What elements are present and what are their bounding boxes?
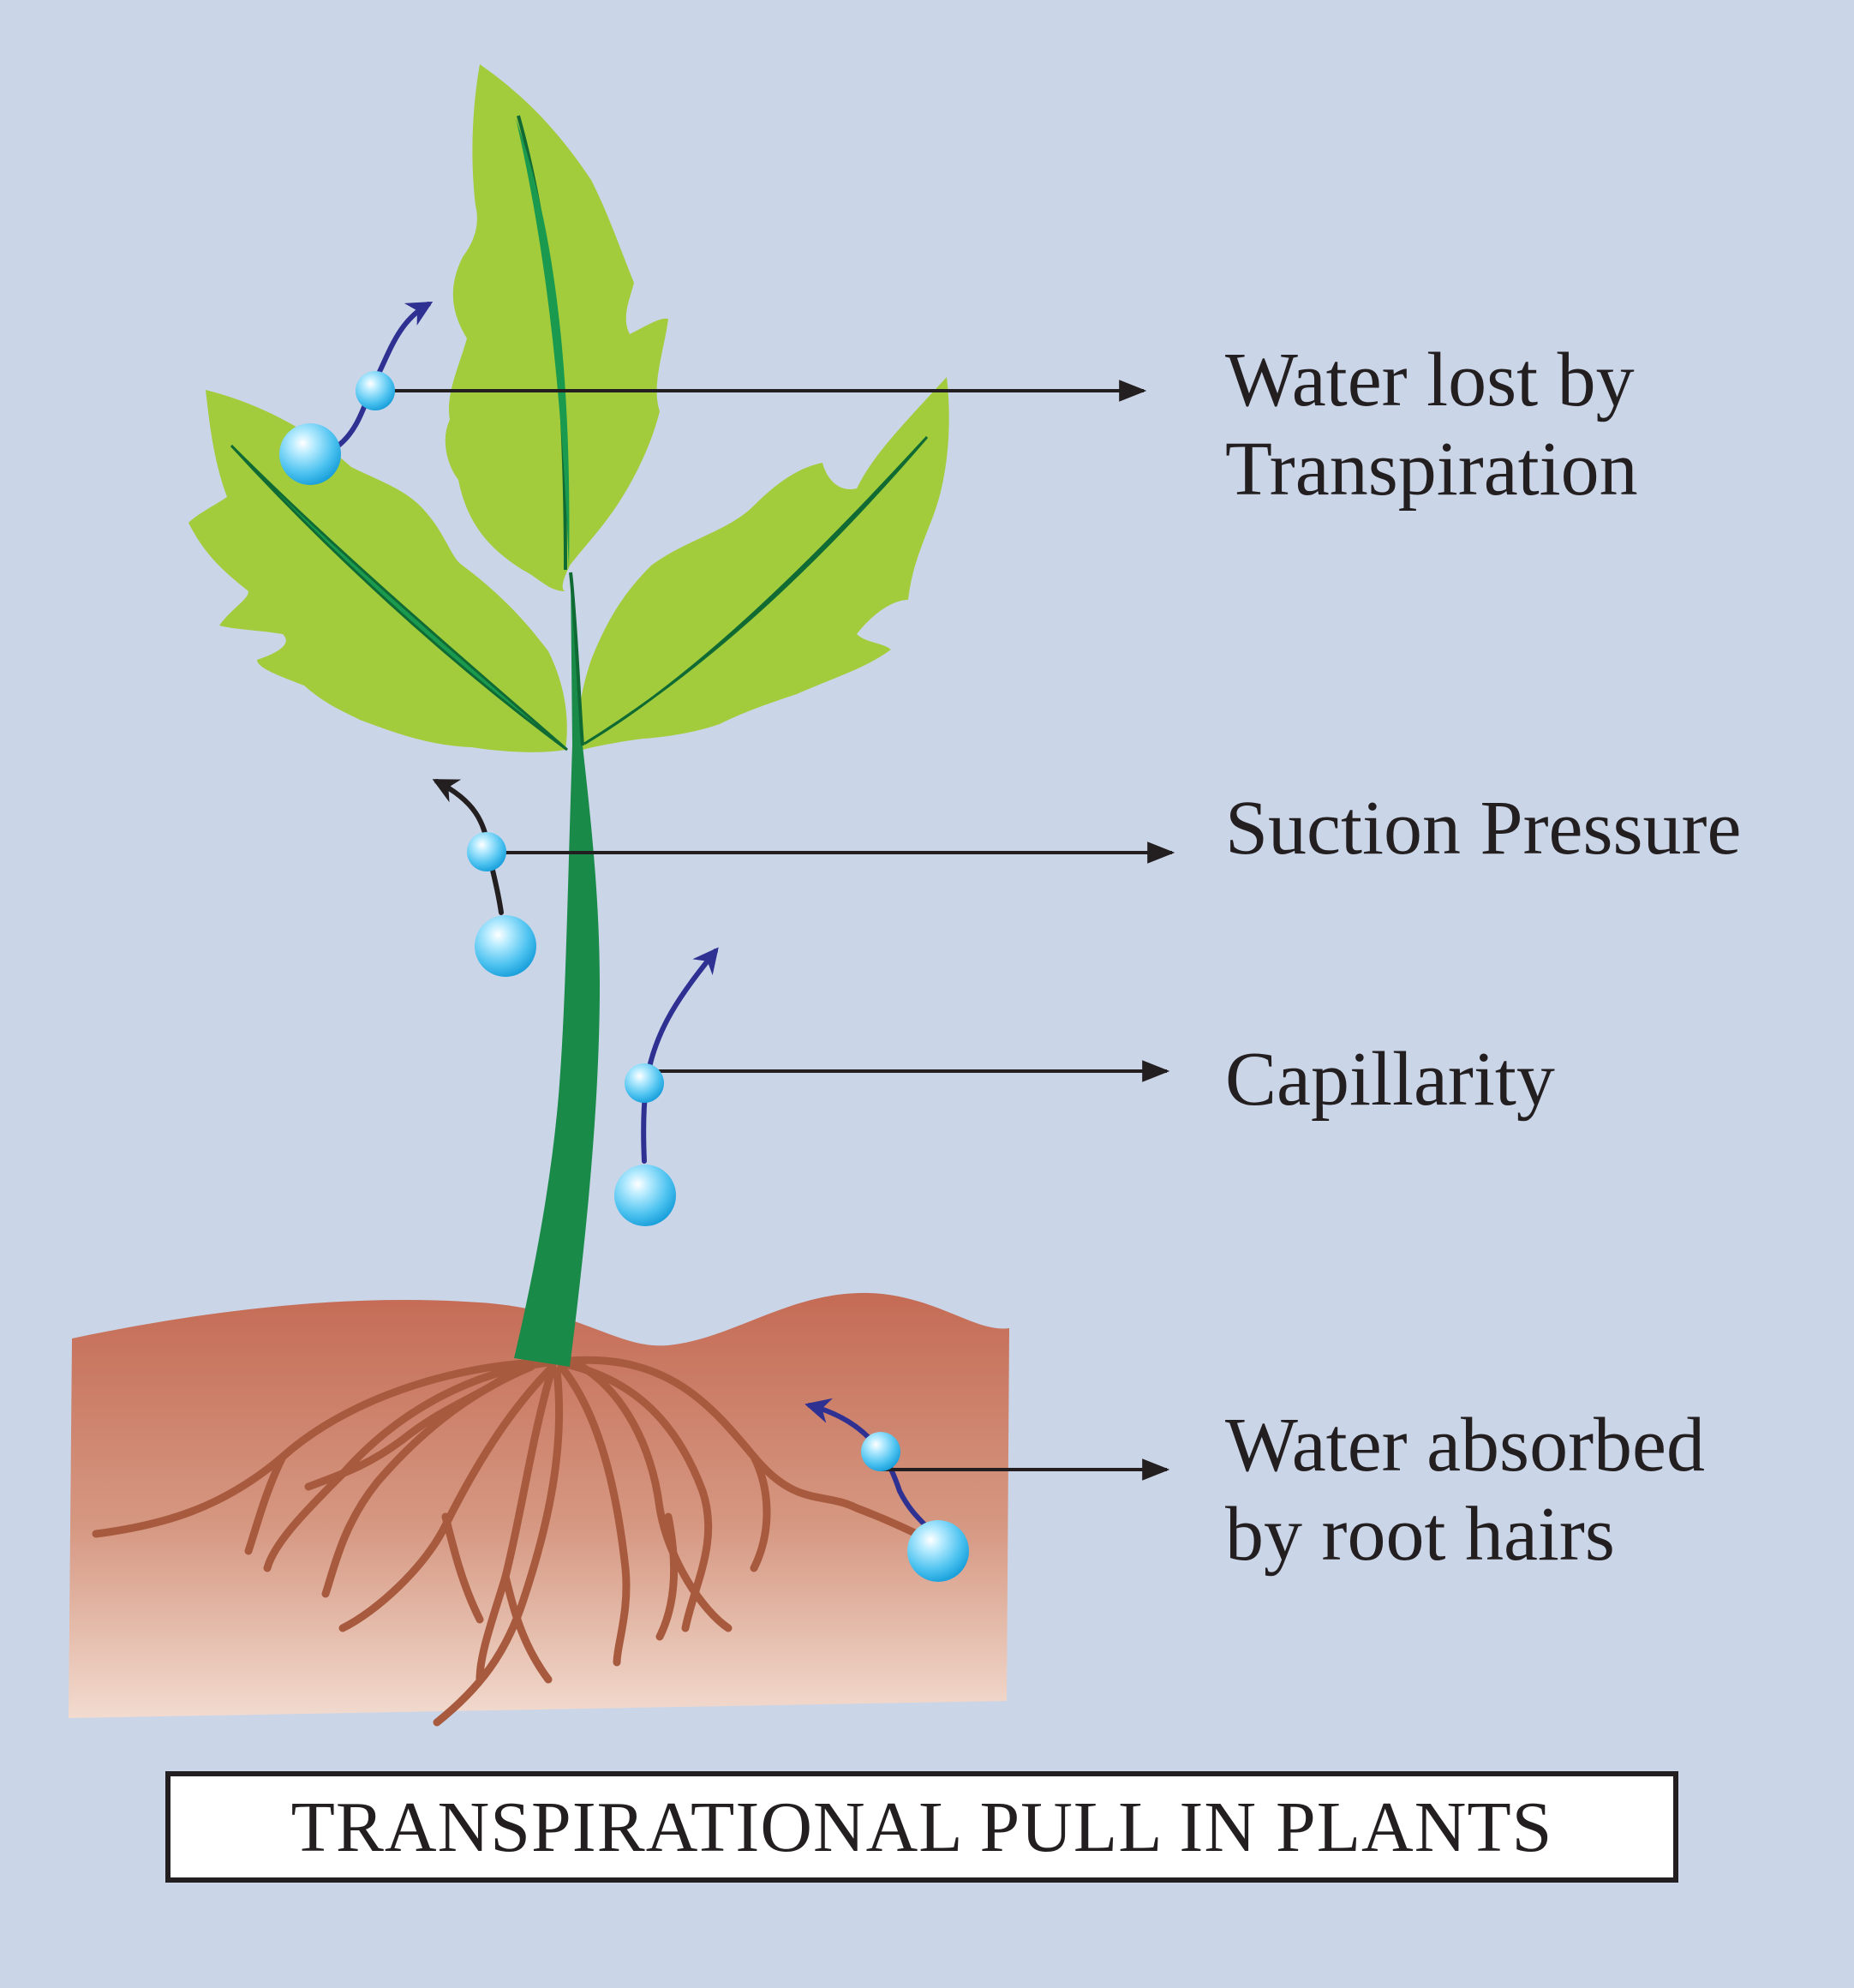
capillarity-flow-arrow [641, 947, 719, 1164]
label-absorption: Water absorbed by root hairs [1225, 1401, 1705, 1579]
label-capillarity-line1: Capillarity [1225, 1037, 1555, 1122]
label-transpiration: Water lost by Transpiration [1225, 336, 1638, 514]
label-transpiration-line2: Transpiration [1225, 427, 1638, 512]
water-drop-large [614, 1165, 676, 1226]
title-box: TRANSPIRATIONAL PULL IN PLANTS [165, 1771, 1678, 1883]
water-drop-small [467, 832, 506, 871]
absorption-flow-arrow [804, 1398, 932, 1532]
label-transpiration-line1: Water lost by [1225, 338, 1635, 422]
water-drop-large [907, 1520, 969, 1582]
leaf-right [578, 377, 949, 750]
leaf-left [188, 390, 567, 752]
label-absorption-line1: Water absorbed [1225, 1403, 1705, 1488]
roots [92, 1354, 938, 1727]
water-drops [279, 371, 969, 1582]
label-capillarity: Capillarity [1225, 1035, 1555, 1124]
diagram-title: TRANSPIRATIONAL PULL IN PLANTS [290, 1787, 1553, 1867]
water-drop-small [861, 1432, 900, 1471]
pointer-lines [377, 380, 1175, 1481]
soil [69, 1292, 1009, 1718]
water-drop-large [475, 915, 536, 977]
stem [514, 572, 600, 1367]
water-drop-small [356, 371, 395, 410]
label-suction: Suction Pressure [1225, 784, 1741, 873]
label-suction-line1: Suction Pressure [1225, 786, 1742, 871]
leaves [188, 64, 949, 752]
label-absorption-line2: by root hairs [1225, 1492, 1615, 1577]
water-drop-small [625, 1063, 664, 1103]
water-drop-large [279, 423, 341, 485]
